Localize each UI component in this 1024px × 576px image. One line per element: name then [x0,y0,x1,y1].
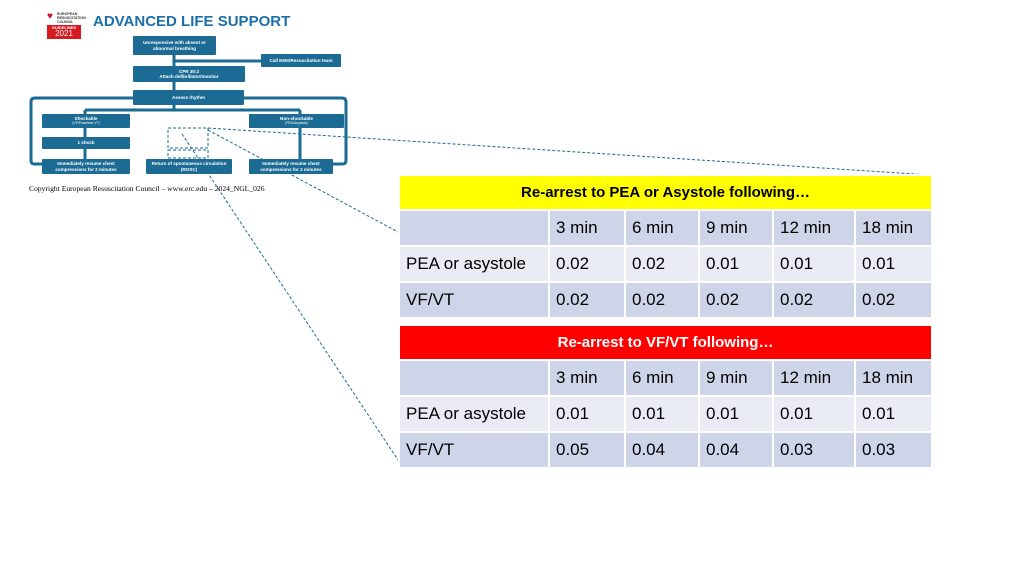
table-vf-vt: Re-arrest to VF/VT following… 3 min 6 mi… [397,324,934,469]
table-row: PEA or asystole 0.01 0.01 0.01 0.01 0.01 [398,395,934,433]
table-1-header-row: 3 min 6 min 9 min 12 min 18 min [398,209,934,247]
cell-value: 0.01 [698,395,774,433]
box-call-team: Call EMS/Resuscitation team [261,54,341,67]
table-2-col: 9 min [698,359,774,397]
cpr-label: CPR 30:2 [178,68,200,74]
heart-icon: ♥ [47,11,53,22]
cell-value: 0.02 [772,281,856,319]
box-call-team-text: Call EMS/Resuscitation team [269,57,333,63]
non-shockable-sub-label: (PEA/Asystole) [285,121,308,125]
box-resume-right-text: Immediately resume chest compressions fo… [260,161,322,172]
logo-guidelines: GUIDELINES [51,25,77,30]
table-2-header-row: 3 min 6 min 9 min 12 min 18 min [398,359,934,397]
cell-value: 0.02 [624,245,700,283]
box-cpr-text: CPR 30:2 Attach defibrillator/monitor [159,69,218,79]
erc-logo: ♥ EUROPEAN RESUSCITATION COUNCIL GUIDELI… [47,11,86,39]
table-1-col: 12 min [772,209,856,247]
cell-value: 0.02 [548,281,626,319]
box-resume-left: Immediately resume chest compressions fo… [42,159,130,174]
row-label: PEA or asystole [398,395,550,433]
table-2-col: 12 min [772,359,856,397]
row-label: VF/VT [398,431,550,469]
row-label: PEA or asystole [398,245,550,283]
table-2-title: Re-arrest to VF/VT following… [397,324,934,361]
box-resume-right: Immediately resume chest compressions fo… [249,159,333,174]
page-title: ADVANCED LIFE SUPPORT [93,13,291,30]
zoom-line-2 [207,129,399,233]
cell-value: 0.02 [853,281,934,319]
arrow-assess-branches [83,105,302,115]
cell-value: 0.04 [698,431,774,469]
cell-value: 0.01 [853,245,934,283]
box-rosc: Return of spontaneous circulation (ROSC) [146,159,232,174]
cell-value: 0.03 [772,431,856,469]
box-shockable: Shockable (VF/Pulseless VT) [42,114,130,128]
table-2-col: 18 min [853,359,934,397]
row-label: VF/VT [398,281,550,319]
shockable-sub-label: (VF/Pulseless VT) [72,121,100,125]
table-2-col: 3 min [548,359,626,397]
zoom-line-1 [207,127,931,176]
table-2-col: 6 min [624,359,700,397]
table-row: VF/VT 0.05 0.04 0.04 0.03 0.03 [398,431,934,469]
box-unresponsive: Unresponsive with absent or abnormal bre… [133,36,216,55]
loop-left [29,96,133,166]
cell-value: 0.01 [698,245,774,283]
cell-value: 0.02 [548,245,626,283]
box-one-shock-text: 1 shock [77,140,95,146]
table-pea-asystole: Re-arrest to PEA or Asystole following… … [397,174,934,319]
cell-value: 0.01 [624,395,700,433]
logo-org-text: EUROPEAN RESUSCITATION COUNCIL [57,12,86,24]
zoom-box-upper [167,127,209,149]
cell-value: 0.03 [853,431,934,469]
copyright-text: Copyright European Resuscitation Council… [29,184,265,193]
box-assess-rhythm: Assess rhythm [133,90,244,105]
cell-value: 0.02 [624,281,700,319]
table-1-title: Re-arrest to PEA or Asystole following… [397,174,934,211]
cell-value: 0.01 [772,245,856,283]
cell-value: 0.01 [853,395,934,433]
box-resume-left-text: Immediately resume chest compressions fo… [55,161,117,172]
cell-value: 0.05 [548,431,626,469]
table-row: PEA or asystole 0.02 0.02 0.01 0.01 0.01 [398,245,934,283]
table-2-corner [398,359,550,397]
logo-year: 2021 [55,29,73,38]
loop-right [244,96,348,166]
table-row: VF/VT 0.02 0.02 0.02 0.02 0.02 [398,281,934,319]
table-1-corner [398,209,550,247]
table-1-col: 6 min [624,209,700,247]
box-rosc-text: Return of spontaneous circulation (ROSC) [151,161,227,172]
box-unresponsive-text: Unresponsive with absent or abnormal bre… [143,40,206,51]
table-1-col: 3 min [548,209,626,247]
cell-value: 0.01 [772,395,856,433]
box-one-shock: 1 shock [42,137,130,149]
table-1-col: 18 min [853,209,934,247]
cell-value: 0.01 [548,395,626,433]
shockable-label: Shockable [74,115,98,121]
box-non-shockable-text: Non-shockable (PEA/Asystole) [280,116,313,126]
non-shockable-label: Non-shockable [280,115,313,121]
cell-value: 0.02 [698,281,774,319]
cell-value: 0.04 [624,431,700,469]
box-shockable-text: Shockable (VF/Pulseless VT) [72,116,99,126]
table-1-col: 9 min [698,209,774,247]
box-cpr: CPR 30:2 Attach defibrillator/monitor [133,66,245,82]
cpr-sub-label: Attach defibrillator/monitor [159,74,219,79]
zoom-line-3 [181,133,399,461]
zoom-box-lower [167,149,209,159]
box-assess-text: Assess rhythm [172,94,205,100]
box-non-shockable: Non-shockable (PEA/Asystole) [249,114,344,128]
